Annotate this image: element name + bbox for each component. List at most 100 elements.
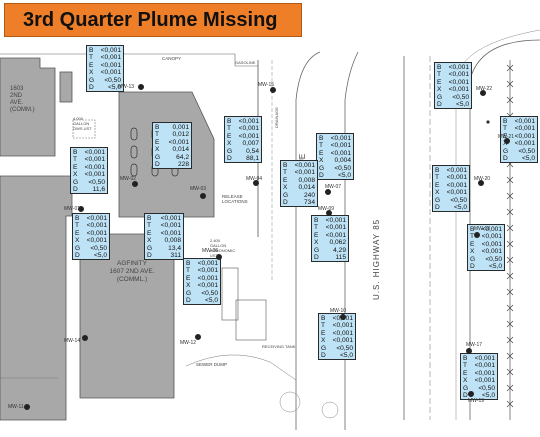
analyte-value: <0,001 (474, 369, 495, 377)
monitoring-well-icon (82, 335, 88, 341)
analyte-key: E (321, 329, 326, 337)
analyte-value: <0,001 (86, 215, 107, 222)
well-id-mw-02: MW-02 (120, 176, 137, 182)
analyte-key: T (314, 224, 319, 232)
well-result-row: G<0,50 (503, 148, 535, 155)
analyte-value: 240 (303, 191, 315, 199)
analyte-key: X (314, 239, 319, 247)
analyte-key: G (319, 164, 325, 172)
analyte-value: <0,001 (481, 240, 502, 248)
analyte-key: X (73, 171, 78, 179)
analyte-key: D (75, 252, 80, 260)
well-result-row: B <0,001 (75, 215, 107, 222)
well-result-row: T <0,001 (186, 267, 218, 274)
analyte-value: <0,001 (84, 156, 105, 164)
well-result-row: X<0,001 (470, 248, 502, 255)
well-result-row: E<0,001 (319, 150, 351, 157)
analyte-value: <0,001 (446, 189, 467, 197)
well-id-mw-22: MW-22 (476, 86, 493, 92)
analyte-value: <0,001 (514, 118, 535, 125)
analyte-value: <0,001 (332, 329, 353, 337)
well-result-row: E<0,001 (75, 230, 107, 237)
agfinity-label: AGFINITY (117, 260, 147, 267)
well-result-row: G<0,50 (186, 290, 218, 297)
address-label: (COMM.) (10, 107, 35, 113)
analyte-key: D (147, 252, 152, 260)
well-result-row: E<0,001 (186, 275, 218, 282)
fence-mark (506, 272, 514, 280)
receiving-tank-outline (235, 299, 267, 341)
analyte-key: E (89, 61, 94, 69)
analyte-value: <0,001 (481, 233, 502, 241)
sewer-line (185, 354, 297, 381)
analyte-key: E (147, 229, 152, 237)
monitoring-well-icon (138, 84, 144, 90)
monitoring-well-icon (478, 180, 484, 186)
analyte-key: D (89, 84, 94, 92)
well-result-row: X<0,001 (463, 377, 495, 384)
well-result-row: G<0,50 (75, 245, 107, 252)
well-result-row: B<0,001 (186, 260, 218, 267)
tank-symbol (130, 145, 138, 159)
analyte-value: <0,001 (514, 140, 535, 148)
monitoring-well-icon (24, 404, 30, 410)
well-id-mw-12: MW-12 (180, 340, 197, 346)
small-structure (59, 71, 73, 103)
well-id-mw-10: MW-10 (330, 308, 347, 314)
analyte-value: <0,50 (201, 289, 218, 297)
well-id-mw-20: MW-20 (474, 176, 491, 182)
analyte-key: T (155, 131, 160, 139)
analyte-key: D (314, 254, 319, 262)
well-id-mw-07: MW-07 (325, 184, 342, 190)
fence-mark (506, 400, 514, 408)
highway-label: U.S. HIGHWAY 85 (372, 218, 381, 300)
analyte-key: E (283, 176, 288, 184)
analyte-key: B (437, 64, 442, 71)
analyte-value: <5,0 (453, 204, 467, 212)
well-result-row: T<0,001 (437, 71, 469, 78)
analyte-value: <0,001 (168, 138, 189, 146)
analyte-value: <0,50 (485, 255, 502, 263)
fence-mark (506, 304, 514, 312)
avenue-edge (295, 51, 321, 430)
analyte-key: X (227, 140, 232, 148)
figure-title: 3rd Quarter Plume Missing (4, 3, 302, 37)
analyte-value: <5,0 (337, 172, 351, 180)
analyte-value: <0,001 (332, 337, 353, 345)
analyte-key: T (73, 156, 78, 164)
canopy-label: CANOPY (162, 56, 182, 61)
well-result-row: E<0,001 (89, 62, 121, 69)
analyte-value: <0,001 (481, 248, 502, 256)
well-result-row: T<0,001 (463, 362, 495, 369)
analyte-value: <0,001 (514, 125, 535, 133)
point-marker (486, 120, 490, 124)
fence-mark (506, 256, 514, 264)
analyte-key: B (75, 215, 80, 222)
well-result-row: T<0,001 (227, 125, 259, 132)
analyte-key: G (89, 76, 95, 84)
analyte-value: <0,001 (197, 267, 218, 275)
monitoring-well-icon (132, 181, 138, 187)
analyte-key: T (463, 362, 468, 370)
analyte-key: G (321, 344, 327, 352)
ust-label: UST (210, 253, 218, 258)
analyte-key: T (186, 267, 191, 275)
fence-mark (506, 96, 514, 104)
fence-mark (506, 224, 514, 232)
well-result-row: B<0,001 (437, 64, 469, 71)
well-result-row: D<5,0 (89, 84, 121, 91)
analyte-value: <0,50 (478, 384, 495, 392)
well-result-row: G<0,50 (463, 385, 495, 392)
